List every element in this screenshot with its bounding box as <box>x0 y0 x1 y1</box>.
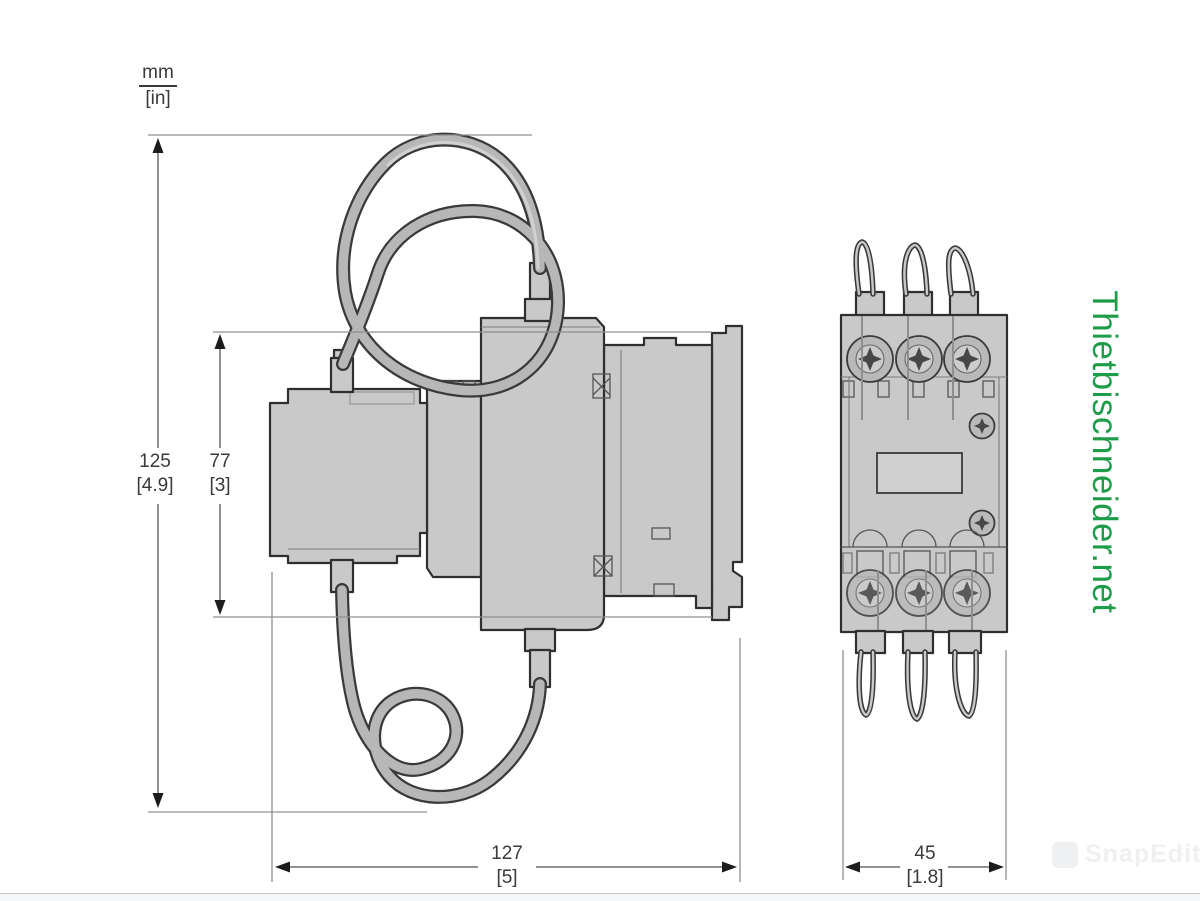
terminal-screw <box>846 569 894 617</box>
editor-watermark-icon <box>1052 841 1078 868</box>
mounting-plate <box>710 324 744 622</box>
bottom-wire-loops <box>856 649 979 723</box>
terminal-screw <box>846 335 894 383</box>
mid-housing <box>425 379 483 579</box>
top-wire-loops <box>853 239 976 297</box>
marking-box-bottom <box>593 555 613 577</box>
side-view <box>268 132 744 804</box>
editor-watermark: SnapEdit <box>1052 840 1200 869</box>
editor-watermark-text: SnapEdit <box>1085 840 1200 868</box>
dim-device-height-in: [3] <box>209 475 231 496</box>
dim-front-width-mm: 45 <box>914 843 936 864</box>
dim-device-height-mm: 77 <box>209 451 231 472</box>
site-watermark: Thietbischneider.net <box>1085 290 1124 614</box>
terminal-screw <box>895 335 943 383</box>
face-screw <box>968 412 996 440</box>
front-view <box>839 239 1009 723</box>
dim-front-width: 45 [1.8] <box>897 842 953 890</box>
bottom-cable <box>335 583 547 804</box>
units-in: [in] <box>145 88 171 109</box>
dim-front-width-in: [1.8] <box>906 867 944 888</box>
dim-overall-height: 125 [4.9] <box>125 450 185 498</box>
terminal-screw <box>895 569 943 617</box>
terminal-screw <box>943 569 991 617</box>
top-cable <box>336 132 566 398</box>
dim-overall-width: 127 [5] <box>479 842 535 890</box>
capacitor-block <box>268 387 429 565</box>
dim-overall-width-mm: 127 <box>491 843 523 864</box>
main-tower <box>479 316 606 632</box>
units-legend: mm [in] <box>130 62 186 110</box>
units-mm: mm <box>139 62 177 87</box>
label-plate <box>876 452 963 494</box>
dim-overall-height-mm: 125 <box>139 451 171 472</box>
dim-overall-height-in: [4.9] <box>136 475 174 496</box>
terminal-screw <box>943 335 991 383</box>
dim-overall-width-in: [5] <box>496 867 518 888</box>
rear-housing <box>602 336 714 610</box>
bottom-divider <box>0 893 1200 901</box>
dimension-lines <box>148 134 1007 882</box>
dim-device-height: 77 [3] <box>196 450 244 498</box>
marking-box-top <box>592 373 611 399</box>
